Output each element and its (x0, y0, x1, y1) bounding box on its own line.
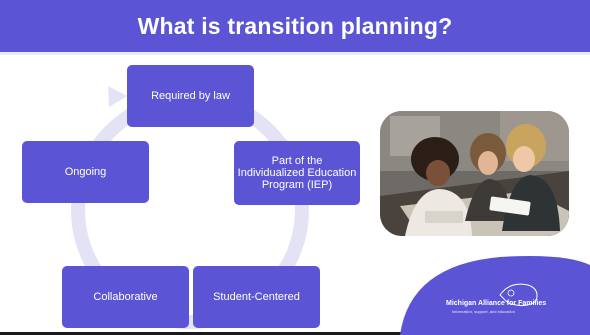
slide-title: What is transition planning? (137, 12, 453, 39)
cycle-node-label: Required by law (151, 90, 230, 102)
cycle-node-label: Collaborative (93, 291, 158, 303)
cycle-node-label: Part of the Individualized Education Pro… (237, 155, 357, 191)
cycle-node-required-by-law: Required by law (127, 65, 254, 127)
logo-mark-icon (499, 283, 538, 307)
cycle-node-ongoing: Ongoing (22, 141, 149, 203)
logo-name: Michigan Alliance for Families (446, 300, 547, 307)
cycle-node-collaborative: Collaborative (62, 266, 189, 328)
title-bar: What is transition planning? (0, 0, 590, 55)
logo-blob (400, 256, 590, 335)
logo-tagline: Information, support, and education (452, 309, 515, 314)
cycle-node-student-centered: Student-Centered (193, 266, 320, 328)
students-photo (380, 111, 569, 236)
cycle-node-iep: Part of the Individualized Education Pro… (234, 141, 360, 205)
cycle-node-label: Ongoing (64, 166, 107, 178)
cycle-node-label: Student-Centered (213, 291, 300, 303)
cycle-arrowhead-icon (108, 86, 127, 107)
